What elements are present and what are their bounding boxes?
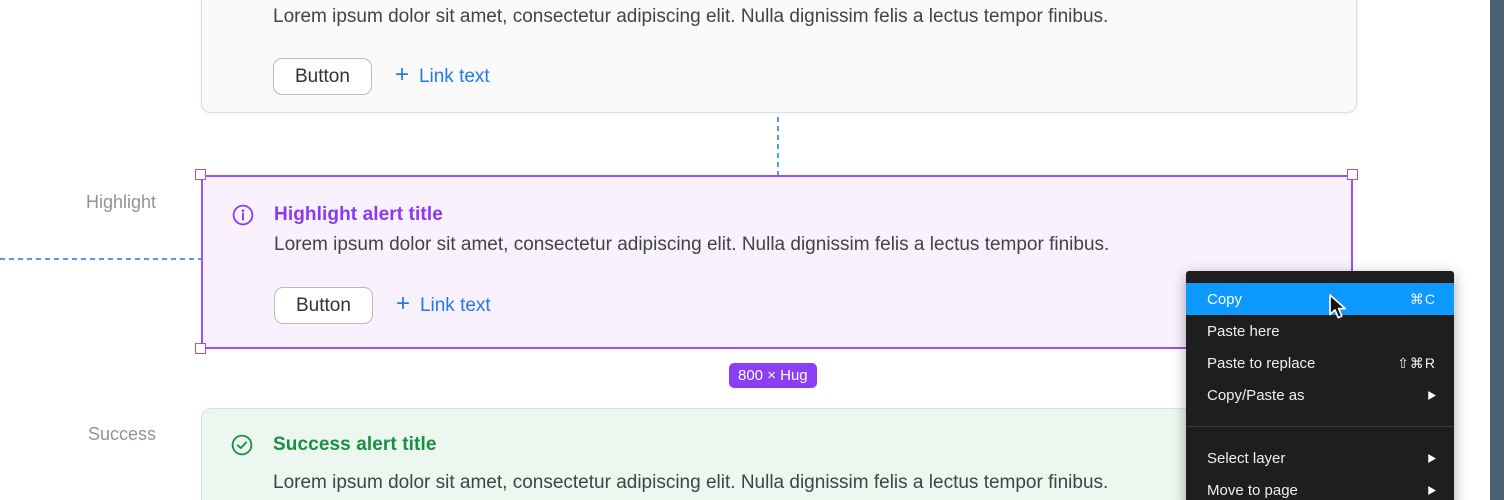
selection-handle-top-right[interactable] [1347, 169, 1358, 180]
section-label-highlight[interactable]: Highlight [85, 192, 156, 212]
link-label: Link text [418, 65, 490, 87]
selection-size-badge: 800 × Hug [729, 363, 817, 388]
alert-button[interactable]: Button [273, 58, 372, 95]
menu-item-label: Paste here [1207, 322, 1280, 340]
button-label: Button [296, 294, 351, 316]
info-circle-icon [232, 204, 254, 226]
submenu-arrow-icon: ▶ [1428, 388, 1436, 402]
check-circle-icon [231, 434, 253, 456]
alert-link[interactable]: + Link text [396, 292, 491, 319]
menu-item-shortcut: ⇧⌘R [1397, 354, 1436, 371]
plus-icon: + [394, 61, 409, 88]
success-alert-card[interactable]: Success alert title Lorem ipsum dolor si… [201, 408, 1353, 500]
right-panel-strip [1490, 0, 1504, 500]
menu-item-copy-paste-as[interactable]: Copy/Paste as ▶ [1186, 379, 1454, 411]
highlight-alert-card[interactable]: Highlight alert title Lorem ipsum dolor … [201, 175, 1353, 349]
menu-item-select-layer[interactable]: Select layer ▶ [1186, 442, 1454, 474]
alert-link[interactable]: + Link text [395, 63, 490, 90]
selection-handle-bottom-left[interactable] [195, 343, 206, 354]
menu-item-label: Copy/Paste as [1207, 386, 1305, 404]
alert-button[interactable]: Button [274, 287, 373, 324]
mouse-cursor-icon [1327, 293, 1353, 326]
plus-icon: + [395, 290, 410, 317]
menu-item-label: Copy [1207, 290, 1243, 308]
menu-item-paste-here[interactable]: Paste here [1186, 315, 1454, 347]
submenu-arrow-icon: ▶ [1428, 451, 1436, 465]
alert-body-text: Lorem ipsum dolor sit amet, consectetur … [273, 6, 1109, 27]
link-label: Link text [419, 294, 491, 316]
button-label: Button [295, 65, 350, 87]
section-label-success[interactable]: Success [87, 424, 156, 444]
horizontal-guide-line [0, 258, 201, 260]
menu-item-paste-to-replace[interactable]: Paste to replace ⇧⌘R [1186, 347, 1454, 379]
menu-item-label: Select layer [1207, 449, 1286, 467]
alert-body-text: Lorem ipsum dolor sit amet, consectetur … [273, 472, 1109, 493]
menu-item-label: Move to page [1207, 481, 1298, 499]
menu-item-copy[interactable]: Copy ⌘C [1186, 283, 1454, 315]
menu-item-label: Paste to replace [1207, 354, 1316, 372]
menu-item-move-to-page[interactable]: Move to page ▶ [1186, 474, 1454, 500]
alert-title: Success alert title [273, 434, 437, 455]
selection-handle-top-left[interactable] [195, 169, 206, 180]
menu-item-shortcut: ⌘C [1409, 290, 1436, 307]
submenu-arrow-icon: ▶ [1428, 483, 1436, 497]
alert-title: Highlight alert title [274, 204, 443, 225]
default-alert-card[interactable]: Lorem ipsum dolor sit amet, consectetur … [201, 0, 1357, 113]
menu-separator [1186, 426, 1454, 427]
alert-body-text: Lorem ipsum dolor sit amet, consectetur … [274, 234, 1110, 255]
